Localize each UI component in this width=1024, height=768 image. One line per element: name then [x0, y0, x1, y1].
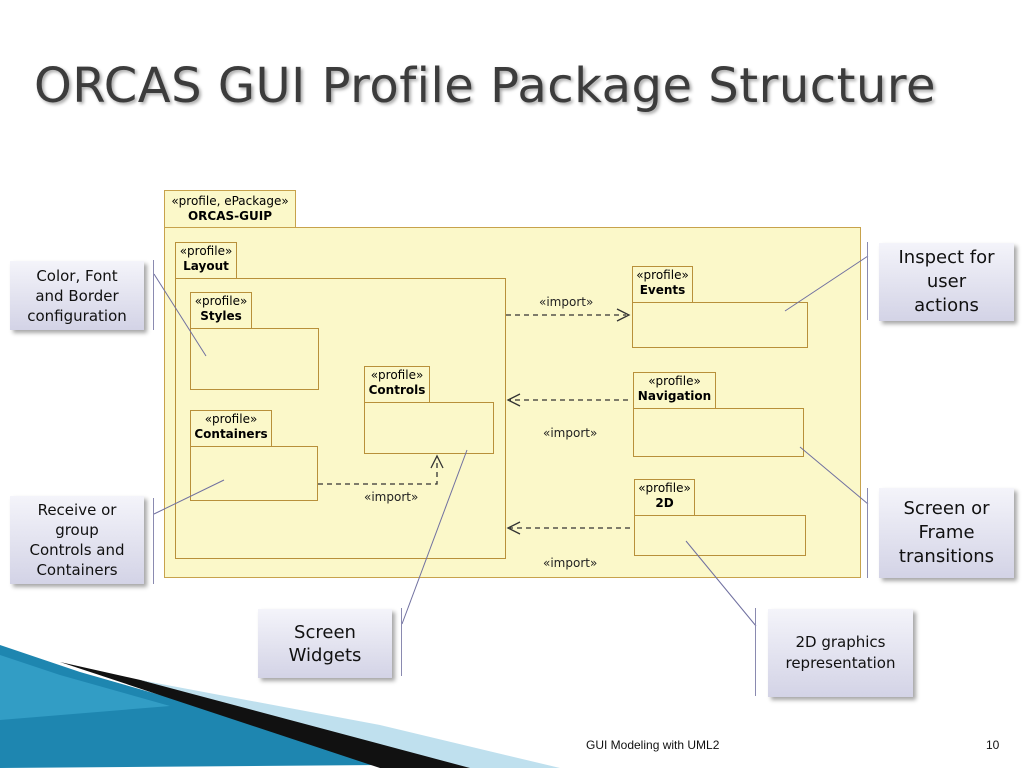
- callout-color-font-line1: Color, Font: [36, 266, 118, 285]
- containers-name: Containers: [194, 427, 268, 441]
- containers-package-tab: «profile» Containers: [190, 410, 272, 447]
- callout-inspect-line3: actions: [914, 295, 979, 316]
- callout-inspect-line1: Inspect for: [898, 247, 995, 268]
- events-package-body: [632, 302, 808, 348]
- callout-inspect-line2: user: [926, 271, 967, 292]
- callout-screen-frame: Screen or Frame transitions: [879, 488, 1014, 578]
- connector-inspect: [784, 255, 869, 312]
- layout-name: Layout: [183, 259, 229, 273]
- 2d-package-tab: «profile» 2D: [634, 479, 695, 516]
- callout-2d-graphics: 2D graphics representation: [768, 609, 913, 697]
- bracket-color-font: [153, 260, 154, 330]
- connector-2d-graphics: [685, 540, 757, 627]
- callout-screen-frame-line1: Screen or: [903, 498, 990, 519]
- footer-text: GUI Modeling with UML2: [586, 738, 720, 752]
- callout-screen-widgets-line1: Screen: [294, 621, 356, 643]
- styles-package-tab: «profile» Styles: [190, 292, 252, 329]
- 2d-name: 2D: [655, 496, 674, 510]
- callout-receive-group-line2: group: [55, 521, 99, 539]
- callout-color-font: Color, Font and Border configuration: [10, 261, 144, 330]
- navigation-name: Navigation: [637, 389, 712, 403]
- bracket-screen-widgets: [401, 608, 402, 676]
- bracket-receive-group: [153, 498, 154, 584]
- controls-stereotype: «profile»: [370, 368, 424, 382]
- import-label-2d: «import»: [543, 556, 598, 570]
- connector-receive-group: [153, 479, 225, 515]
- callout-receive-group-line3: Controls and: [29, 541, 125, 559]
- callout-screen-frame-line3: transitions: [898, 546, 995, 567]
- callout-color-font-line3: configuration: [27, 306, 127, 325]
- styles-package-body: [190, 328, 319, 390]
- bracket-screen-frame: [867, 488, 868, 578]
- events-package-tab: «profile» Events: [632, 266, 693, 303]
- controls-package-tab: «profile» Controls: [364, 366, 430, 403]
- import-label-events: «import»: [539, 295, 594, 309]
- 2d-package-body: [634, 515, 806, 556]
- styles-stereotype: «profile»: [194, 294, 248, 308]
- callout-color-font-line2: and Border: [35, 286, 119, 305]
- callout-receive-group: Receive or group Controls and Containers: [10, 496, 144, 584]
- navigation-package-body: [633, 408, 804, 457]
- containers-stereotype: «profile»: [204, 412, 258, 426]
- import-arrow-controls: [318, 460, 438, 485]
- callout-receive-group-line1: Receive or: [37, 501, 117, 519]
- callout-screen-frame-line2: Frame: [918, 522, 975, 543]
- layout-stereotype: «profile»: [179, 244, 233, 258]
- connector-screen-frame: [799, 446, 869, 505]
- bracket-2d-graphics: [755, 608, 756, 696]
- main-package-name: ORCAS-GUIP: [187, 209, 272, 223]
- controls-package-body: [364, 402, 494, 454]
- connector-color-font: [153, 273, 207, 357]
- events-name: Events: [639, 283, 686, 297]
- navigation-package-tab: «profile» Navigation: [633, 372, 716, 409]
- import-label-containers: «import»: [364, 490, 419, 504]
- connector-screen-widgets: [401, 449, 468, 625]
- bracket-inspect: [867, 242, 868, 320]
- styles-name: Styles: [200, 309, 242, 323]
- page-title: ORCAS GUI Profile Package Structure: [34, 58, 937, 114]
- containers-package-body: [190, 446, 318, 501]
- callout-2d-graphics-line2: representation: [785, 654, 896, 672]
- import-label-navigation: «import»: [543, 426, 598, 440]
- callout-receive-group-line4: Containers: [36, 561, 118, 579]
- events-stereotype: «profile»: [636, 268, 689, 282]
- page-number: 10: [986, 738, 1000, 752]
- main-package-stereotype: «profile, ePackage»: [171, 194, 289, 208]
- controls-name: Controls: [368, 383, 426, 397]
- callout-inspect: Inspect for user actions: [879, 243, 1014, 321]
- callout-screen-widgets-line2: Widgets: [288, 644, 362, 666]
- layout-package-tab: «profile» Layout: [175, 242, 237, 279]
- navigation-stereotype: «profile»: [648, 374, 701, 388]
- callout-2d-graphics-line1: 2D graphics: [795, 633, 886, 651]
- callout-screen-widgets: Screen Widgets: [258, 609, 392, 678]
- 2d-stereotype: «profile»: [638, 481, 691, 495]
